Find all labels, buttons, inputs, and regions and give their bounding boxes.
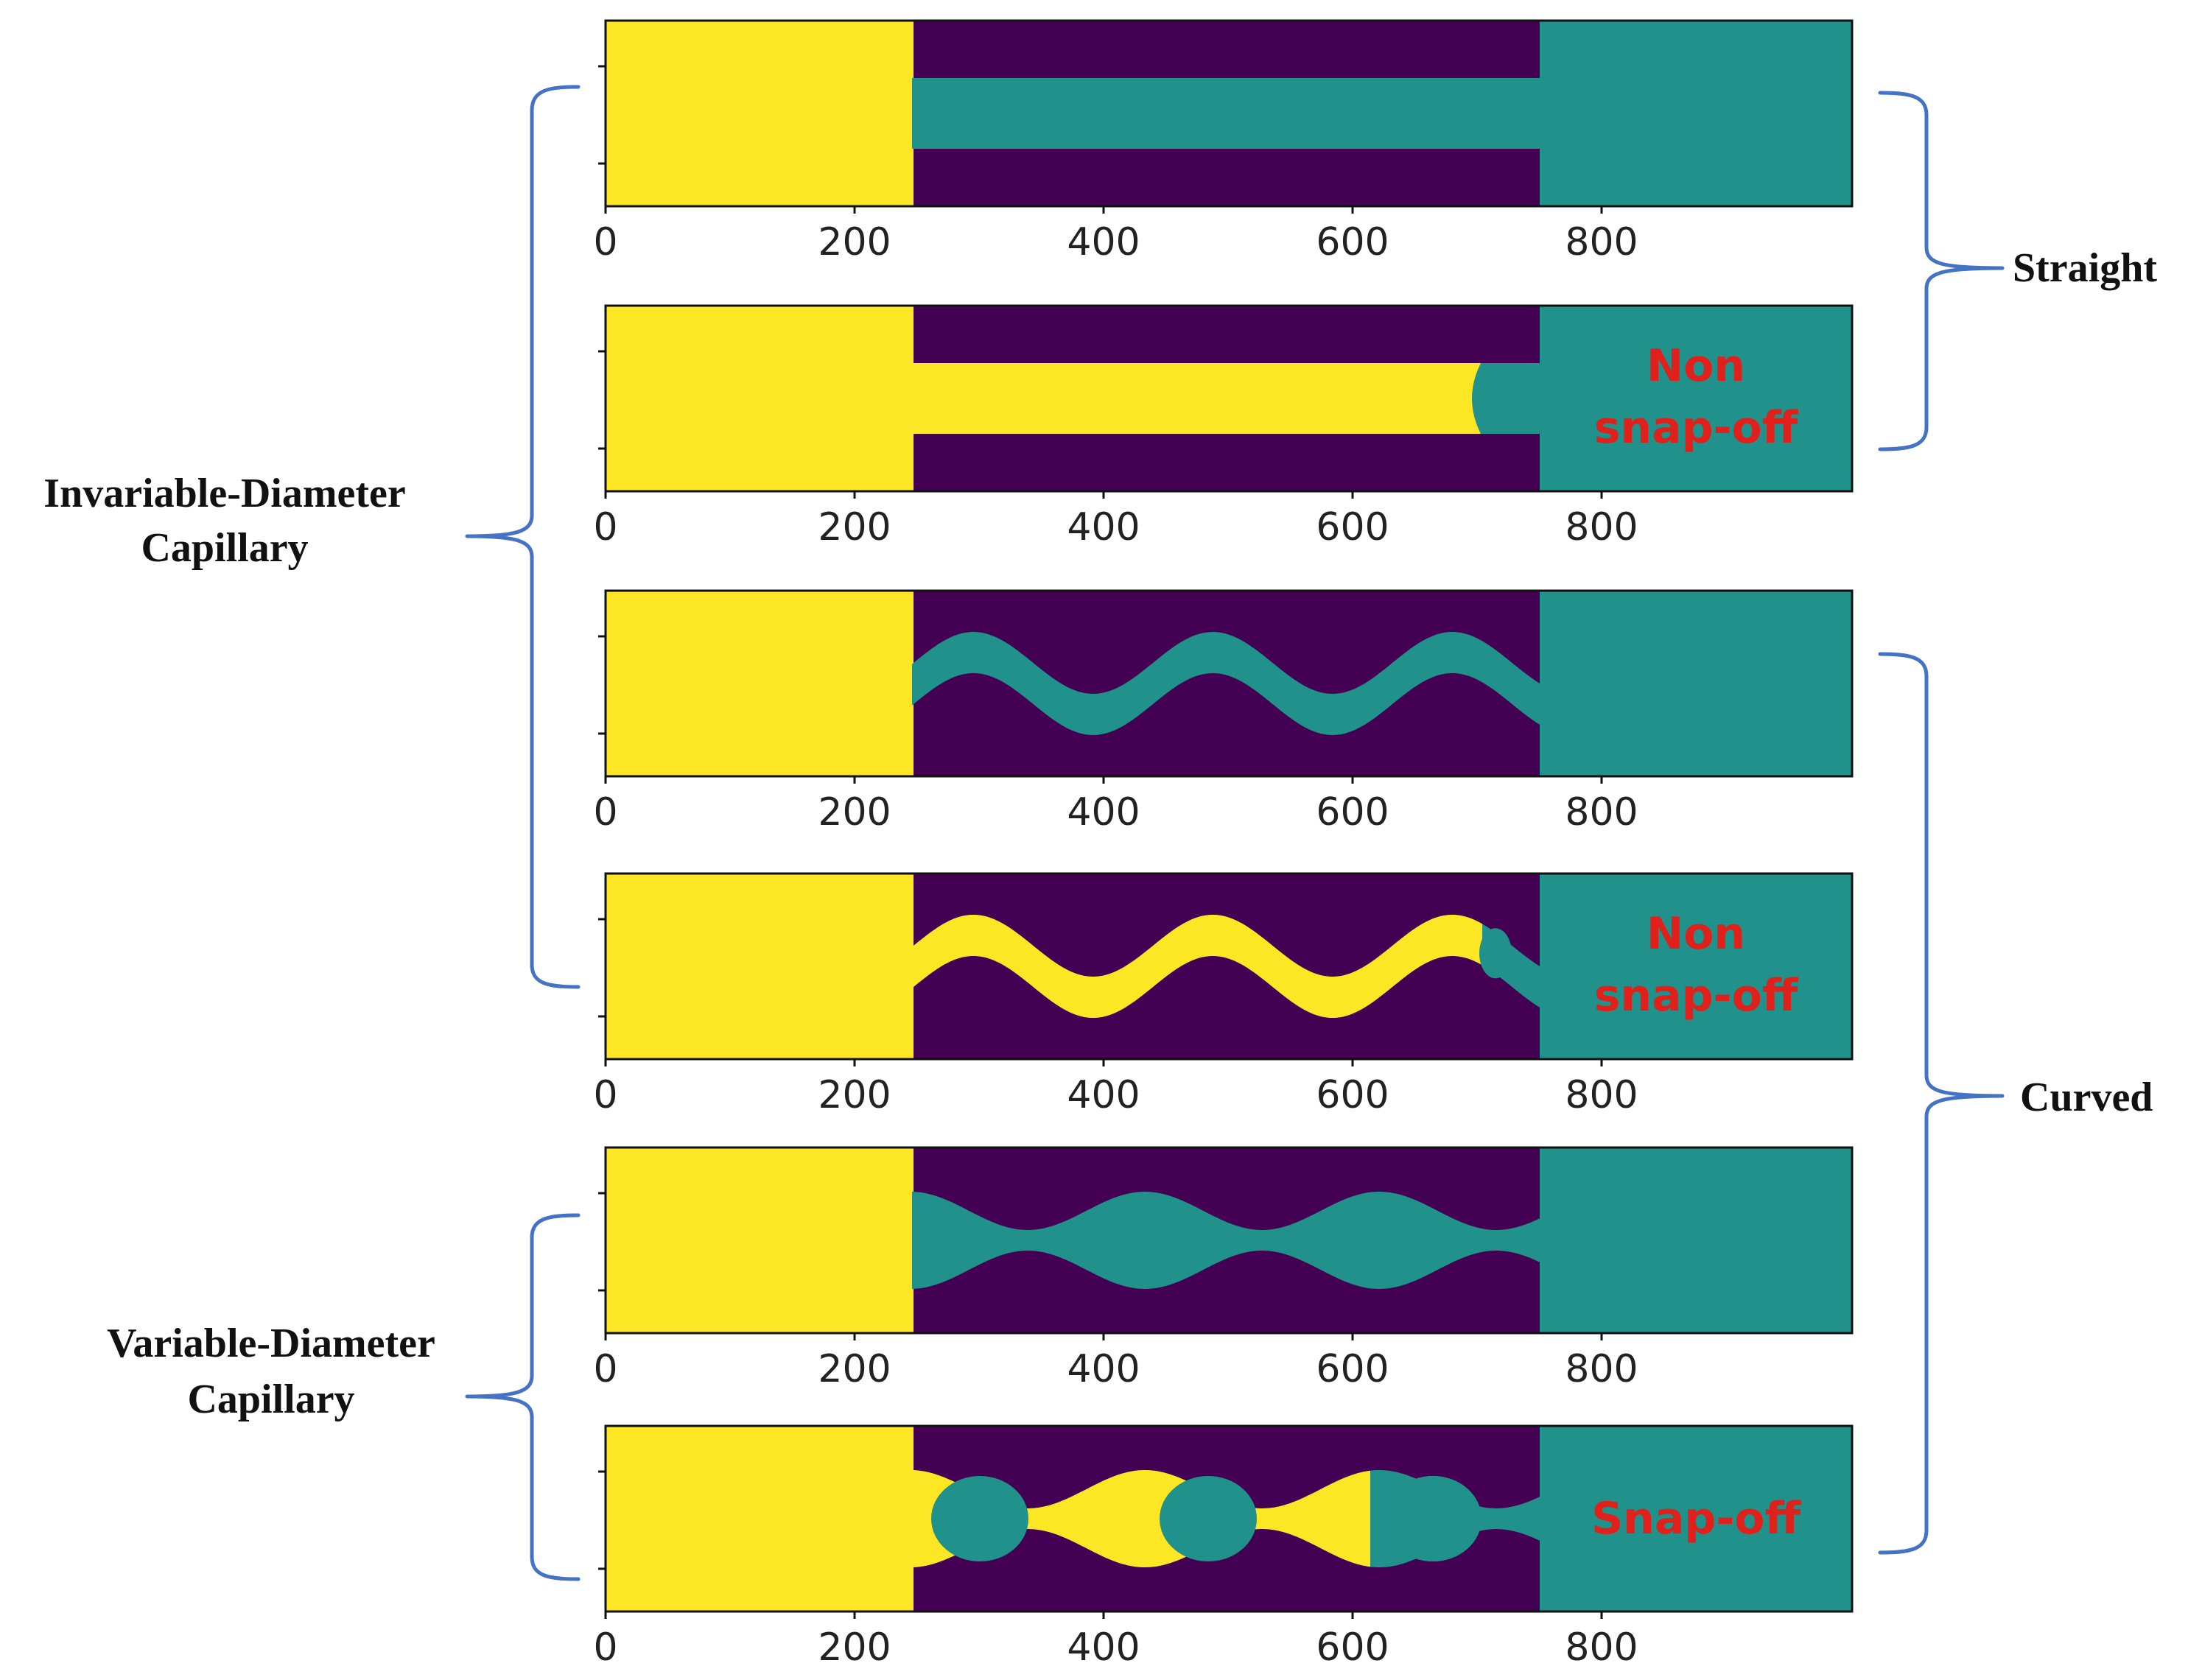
trapped-blob: [1160, 1476, 1257, 1561]
x-tick-label: 0: [593, 220, 617, 264]
x-tick-label: 0: [593, 505, 617, 549]
variable-label-line1: Variable-Diameter: [107, 1321, 435, 1366]
invariable-label-line1: Invariable-Diameter: [43, 471, 405, 516]
outlet-reservoir: [1540, 591, 1852, 776]
x-tick-label: 200: [818, 1073, 891, 1117]
invading-phase: [912, 915, 1482, 1018]
x-tick-label: 800: [1565, 1073, 1638, 1117]
panel-curved: 0 200 400 600 800 Non snap-off: [593, 872, 1854, 1117]
inlet-reservoir: [606, 874, 914, 1059]
x-tick-label: 800: [1565, 220, 1638, 264]
outlet-reservoir: [1540, 1426, 1852, 1612]
x-tick-label: 0: [593, 1625, 617, 1670]
panel-frame: [604, 19, 1854, 208]
panel-frame: [604, 872, 1854, 1061]
capillary-channel: [912, 632, 1541, 735]
annotation-line2: snap-off: [1594, 402, 1799, 454]
x-tick-label: 200: [818, 220, 891, 264]
x-tick-label: 600: [1316, 1625, 1389, 1670]
panel-frame: [604, 304, 1854, 493]
x-tick-label: 200: [818, 505, 891, 549]
x-tick-label: 200: [818, 1347, 891, 1391]
invading-phase: [912, 363, 1481, 434]
panel-frame: [604, 1146, 1854, 1335]
annotation-line2: snap-off: [1594, 970, 1799, 1022]
x-tick-label: 400: [1067, 220, 1140, 264]
straight-brace: [1878, 91, 2005, 451]
invading-phase: [912, 1470, 1370, 1567]
inlet-reservoir: [606, 591, 914, 776]
x-tick-label: 0: [593, 1347, 617, 1391]
x-tick-label: 400: [1067, 1347, 1140, 1391]
straight-label: Straight: [2013, 245, 2157, 291]
inlet-reservoir: [606, 21, 914, 206]
capillary-channel: [912, 78, 1541, 149]
x-tick-label: 400: [1067, 790, 1140, 834]
variable-label-line2: Capillary: [187, 1377, 354, 1422]
group-labels: Invariable-Diameter Capillary Variable-D…: [43, 245, 2157, 1422]
annotation-line1: Non: [1647, 908, 1745, 960]
annotation-line1: Non: [1647, 340, 1745, 392]
x-tick-label: 0: [593, 1073, 617, 1117]
braces: [465, 85, 2005, 1581]
x-tick-label: 400: [1067, 1073, 1140, 1117]
invariable-label-line2: Capillary: [141, 525, 308, 571]
panel-frame: [604, 1424, 1854, 1613]
outlet-reservoir: [1540, 874, 1852, 1059]
x-tick-label: 800: [1565, 790, 1638, 834]
inlet-reservoir: [606, 306, 914, 491]
outlet-reservoir: [1540, 306, 1852, 491]
panel-curved: 0 200 400 600 800: [593, 589, 1854, 834]
x-tick-label: 0: [593, 790, 617, 834]
outlet-reservoir: [1540, 21, 1852, 206]
x-tick-label: 800: [1565, 1625, 1638, 1670]
trapped-blob: [931, 1476, 1028, 1561]
invariable-brace: [465, 85, 581, 989]
panel-straight: 0 200 400 600 800 Non snap-off: [593, 304, 1854, 549]
panel-variable: 0 200 400 600 800 Snap-off: [593, 1424, 1854, 1670]
inlet-reservoir: [606, 1426, 914, 1612]
x-tick-label: 200: [818, 1625, 891, 1670]
panel-variable: 0 200 400 600 800: [593, 1146, 1854, 1391]
x-tick-label: 800: [1565, 1347, 1638, 1391]
x-tick-label: 600: [1316, 790, 1389, 834]
x-tick-label: 400: [1067, 505, 1140, 549]
x-tick-label: 600: [1316, 220, 1389, 264]
meniscus: [1479, 928, 1512, 979]
variable-brace: [465, 1213, 581, 1581]
inlet-reservoir: [606, 1147, 914, 1333]
outlet-reservoir: [1540, 1147, 1852, 1333]
x-tick-label: 600: [1316, 505, 1389, 549]
panel-frame: [604, 589, 1854, 778]
panel-straight: 0 200 400 600 800: [593, 19, 1854, 264]
x-tick-label: 400: [1067, 1625, 1140, 1670]
capillary-channel: [912, 1192, 1541, 1289]
trapped-blob: [1384, 1476, 1482, 1561]
curved-label: Curved: [2020, 1075, 2153, 1120]
x-tick-label: 800: [1565, 505, 1638, 549]
x-tick-label: 200: [818, 790, 891, 834]
x-tick-label: 600: [1316, 1073, 1389, 1117]
curved-brace: [1878, 652, 2005, 1555]
annotation: Snap-off: [1591, 1493, 1801, 1544]
x-tick-label: 600: [1316, 1347, 1389, 1391]
